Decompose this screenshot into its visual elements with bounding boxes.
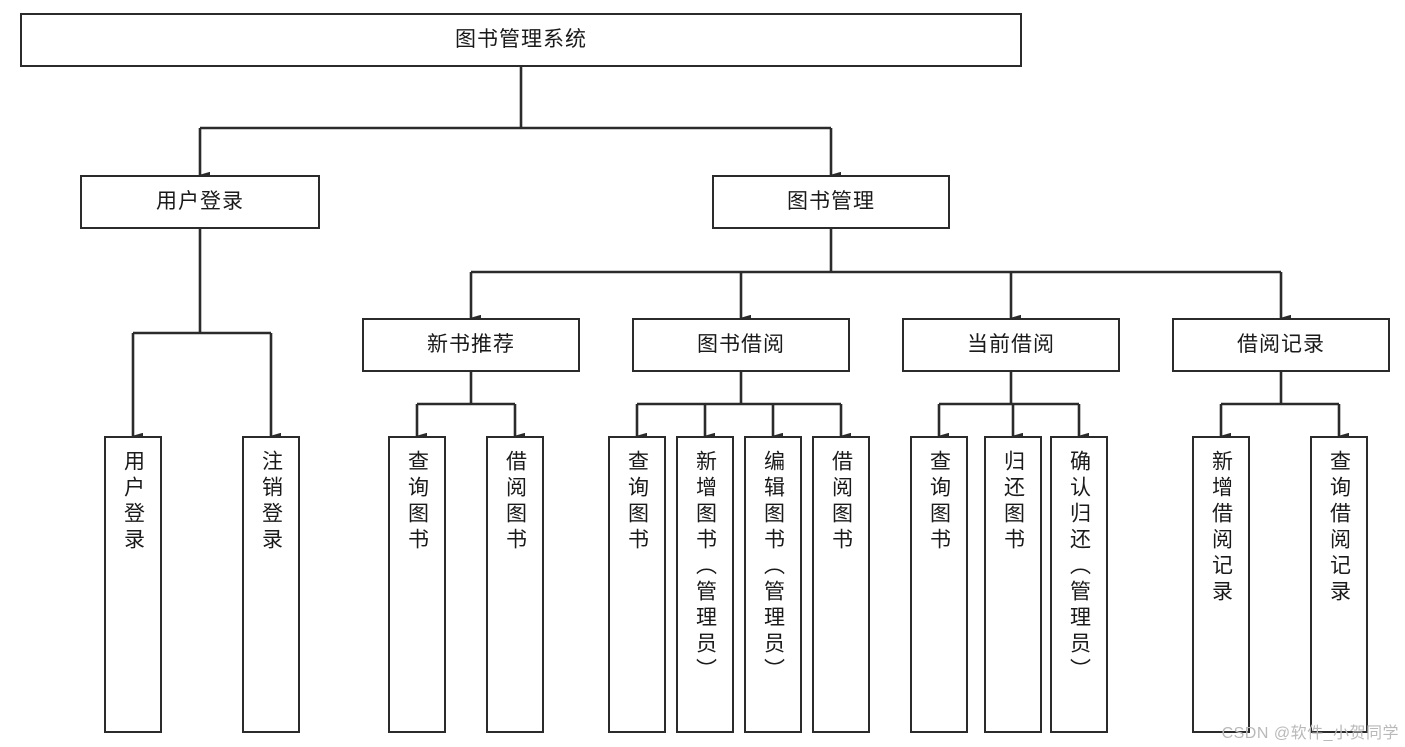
watermark-label: CSDN @软件_小贺同学 <box>1221 725 1399 742</box>
node-user-login[interactable]: 用户登录 <box>80 175 320 229</box>
node-borrow-record[interactable]: 借阅记录 <box>1172 318 1390 372</box>
node-leaf-confirm-return[interactable]: 确认归还（管理员） <box>1050 436 1108 733</box>
node-new-book-rec[interactable]: 新书推荐 <box>362 318 580 372</box>
node-label: 借阅记录 <box>1237 333 1325 357</box>
node-label: 用户登录 <box>121 450 145 554</box>
node-label: 查询图书 <box>927 450 951 554</box>
node-label: 新增图书（管理员） <box>693 450 717 684</box>
node-leaf-borrow-book-rec[interactable]: 借阅图书 <box>486 436 544 733</box>
node-label: 借阅图书 <box>829 450 853 554</box>
node-root[interactable]: 图书管理系统 <box>20 13 1022 67</box>
node-book-manage[interactable]: 图书管理 <box>712 175 950 229</box>
node-label: 注销登录 <box>259 450 283 554</box>
node-label: 图书管理 <box>787 190 875 214</box>
node-label: 查询借阅记录 <box>1327 450 1351 606</box>
node-current-borrow[interactable]: 当前借阅 <box>902 318 1120 372</box>
node-label: 归还图书 <box>1001 450 1025 554</box>
node-leaf-add-book[interactable]: 新增图书（管理员） <box>676 436 734 733</box>
node-leaf-add-record[interactable]: 新增借阅记录 <box>1192 436 1250 733</box>
node-label: 当前借阅 <box>967 333 1055 357</box>
node-label: 用户登录 <box>156 190 244 214</box>
node-leaf-query-book-brw[interactable]: 查询图书 <box>608 436 666 733</box>
node-leaf-query-book-rec[interactable]: 查询图书 <box>388 436 446 733</box>
node-leaf-user-login[interactable]: 用户登录 <box>104 436 162 733</box>
node-leaf-borrow-book-brw[interactable]: 借阅图书 <box>812 436 870 733</box>
node-label: 图书借阅 <box>697 333 785 357</box>
node-label: 编辑图书（管理员） <box>761 450 785 684</box>
node-label: 新书推荐 <box>427 333 515 357</box>
node-leaf-edit-book[interactable]: 编辑图书（管理员） <box>744 436 802 733</box>
node-label: 查询图书 <box>625 450 649 554</box>
node-leaf-user-logout[interactable]: 注销登录 <box>242 436 300 733</box>
node-leaf-query-record[interactable]: 查询借阅记录 <box>1310 436 1368 733</box>
node-book-borrow[interactable]: 图书借阅 <box>632 318 850 372</box>
node-leaf-return-book[interactable]: 归还图书 <box>984 436 1042 733</box>
node-label: 图书管理系统 <box>455 28 587 52</box>
node-label: 借阅图书 <box>503 450 527 554</box>
node-leaf-query-book-cur[interactable]: 查询图书 <box>910 436 968 733</box>
node-label: 新增借阅记录 <box>1209 450 1233 606</box>
node-label: 确认归还（管理员） <box>1067 450 1091 684</box>
connector-lines <box>131 67 1349 440</box>
node-label: 查询图书 <box>405 450 429 554</box>
